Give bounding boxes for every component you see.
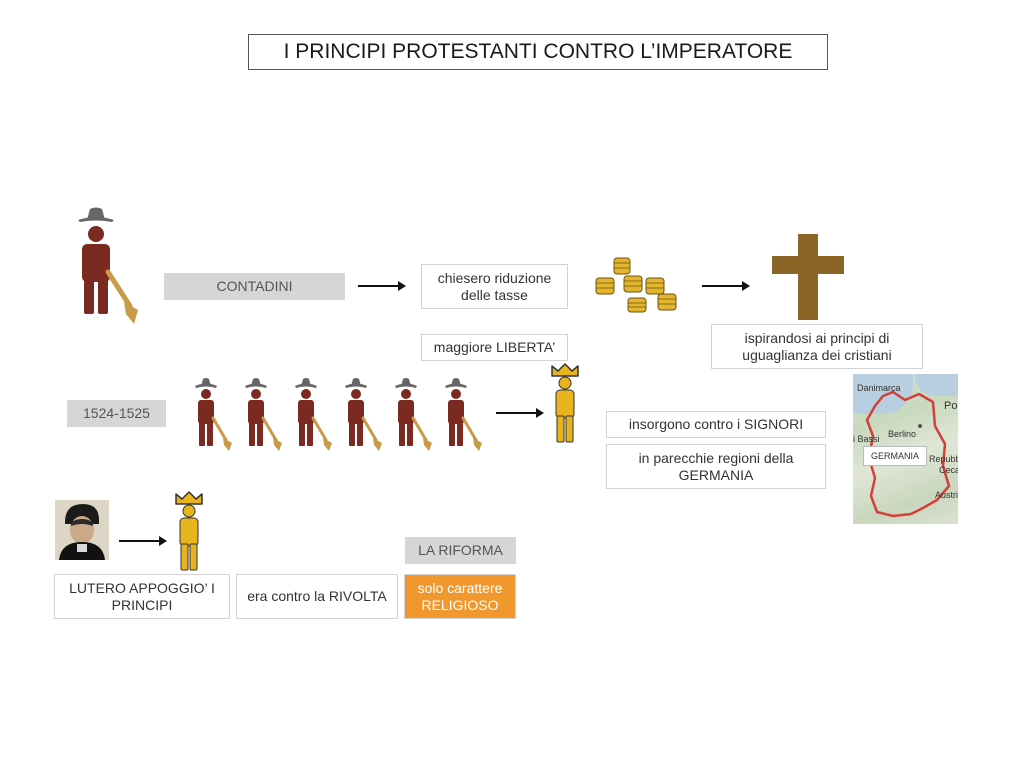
cross-icon (772, 234, 844, 320)
lutero-box: LUTERO APPOGGIO’ I PRINCIPI (54, 574, 230, 619)
page-title: I PRINCIPI PROTESTANTI CONTRO L’IMPERATO… (248, 34, 828, 70)
prince-icon (548, 362, 584, 446)
arrow-right-icon (496, 407, 546, 419)
luther-portrait (55, 500, 109, 560)
peasant-icon (242, 376, 290, 452)
liberta-box: maggiore LIBERTA’ (421, 334, 568, 361)
map-label-austri: Austri (935, 490, 958, 500)
peasant-icon (72, 206, 152, 326)
peasant-icon (392, 376, 440, 452)
peasant-icon (342, 376, 390, 452)
contadini-label: CONTADINI (164, 273, 345, 300)
riforma-label: LA RIFORMA (405, 537, 516, 564)
germany-map: Danimarca Po i Bassi Berlino Repubb Ceca… (853, 374, 958, 524)
arrow-right-icon (119, 535, 169, 547)
arrow-right-icon (358, 280, 408, 292)
prince-icon (172, 490, 208, 574)
peasant-icon (192, 376, 240, 452)
regioni-box: in parecchie regioni della GERMANIA (606, 444, 826, 489)
riduzione-tasse-box: chiesero riduzione delle tasse (421, 264, 568, 309)
peasant-icon (292, 376, 340, 452)
coins-icon (594, 256, 684, 316)
rivolta-box: era contro la RIVOLTA (236, 574, 398, 619)
insorgono-box: insorgono contro i SIGNORI (606, 411, 826, 438)
map-label-berlino: Berlino (888, 429, 916, 439)
peasant-icon (442, 376, 490, 452)
map-label-po: Po (944, 400, 957, 412)
uguaglianza-box: ispirandosi ai principi di uguaglianza d… (711, 324, 923, 369)
years-label: 1524-1525 (67, 400, 166, 427)
map-label-bassi: i Bassi (853, 434, 880, 444)
map-label-danimarca: Danimarca (857, 383, 901, 393)
map-label-ceca: Ceca (939, 465, 958, 475)
map-label-germania: GERMANIA (863, 446, 927, 466)
map-label-repubb: Repubb (929, 454, 958, 464)
arrow-right-icon (702, 280, 752, 292)
religioso-box: solo carattere RELIGIOSO (404, 574, 516, 619)
